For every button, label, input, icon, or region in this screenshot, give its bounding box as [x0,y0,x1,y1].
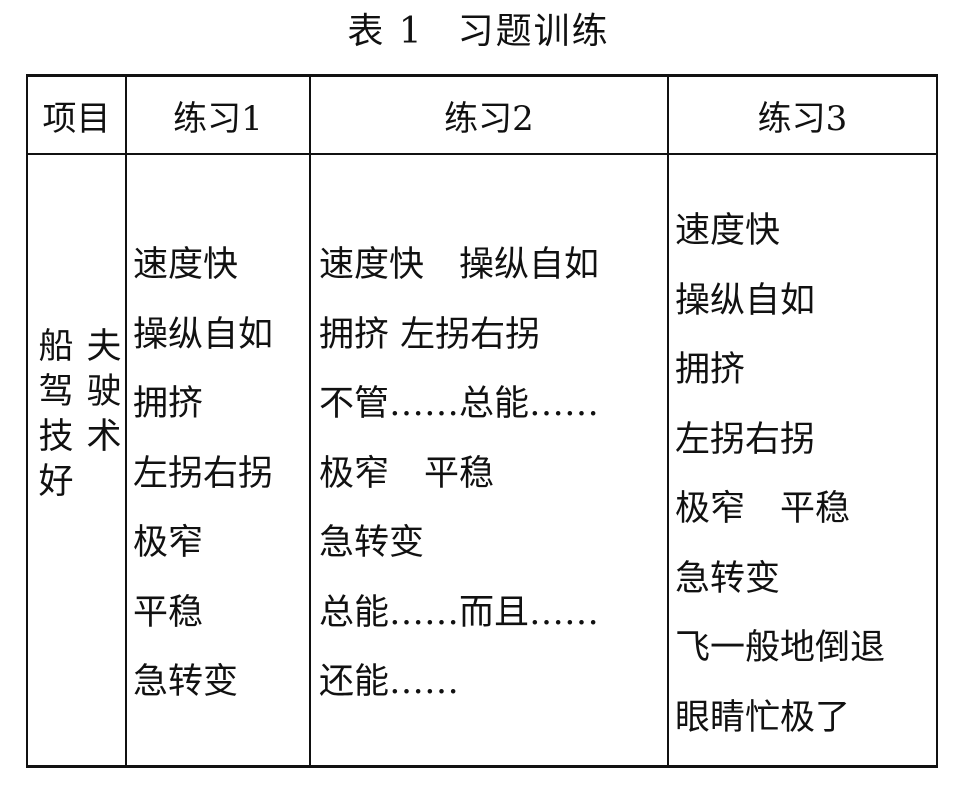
list-item: 速度快 [675,211,781,251]
list-item: 飞一般地倒退 [675,628,886,668]
list-item: 平稳 [133,592,204,633]
caption-title: 习题训练 [457,11,610,52]
list-item: 极窄 平稳 [319,453,495,494]
exercise-2-cell: 速度快 操纵自如拥挤 左拐右拐不管……总能…… 极窄 平稳急转变总能……而且…… 还… [309,154,669,767]
header-exercise-1: 练习1 [125,75,311,155]
table-caption: 表 1 习题训练 [0,10,957,54]
list-item: 急转变 [675,558,781,599]
project-cell: 夫驶术 船驾技好 [26,154,127,767]
table-header-row: 项目 练习1 练习2 练习3 [26,75,938,155]
list-item: 速度快 [133,245,239,285]
list-item: 不管……总能…… [319,384,600,424]
list-item: 左拐右拐 [675,419,816,460]
header-exercise-2: 练习2 [309,75,669,155]
project-text-col2: 船驾技好 [32,327,73,507]
header-project: 项目 [26,75,127,155]
exercise-2-list: 速度快 操纵自如拥挤 左拐右拐不管……总能…… 极窄 平稳急转变总能……而且…… 还… [311,155,667,718]
list-item: 拥挤 [675,350,746,390]
list-item: 操纵自如 [133,314,274,355]
caption-label: 表 1 [347,11,424,52]
table-row: 夫驶术 船驾技好 速度快操纵自如拥挤左拐右拐极窄平稳急转变 速度快 操纵自如拥挤… [26,154,938,767]
exercise-1-cell: 速度快操纵自如拥挤左拐右拐极窄平稳急转变 [125,154,311,767]
list-item: 急转变 [133,662,239,702]
list-item: 总能……而且…… [319,592,600,633]
exercise-3-list: 速度快操纵自如拥挤左拐右拐极窄 平稳急转变飞一般地倒退眼睛忙极了 [669,155,936,753]
list-item: 还能…… [319,662,460,702]
list-item: 极窄 平稳 [675,489,851,529]
list-item: 极窄 [133,523,204,563]
list-item: 急转变 [319,523,425,563]
list-item: 拥挤 左拐右拐 [319,314,541,355]
project-text-col1: 夫驶术 [80,327,121,462]
list-item: 左拐右拐 [133,453,274,494]
exercise-table: 项目 练习1 练习2 练习3 夫驶术 船驾技好 速度快操纵自如拥挤左拐右拐极窄平… [26,74,938,768]
exercise-3-cell: 速度快操纵自如拥挤左拐右拐极窄 平稳急转变飞一般地倒退眼睛忙极了 [667,154,938,767]
list-item: 眼睛忙极了 [675,697,851,738]
exercise-1-list: 速度快操纵自如拥挤左拐右拐极窄平稳急转变 [127,155,309,718]
list-item: 拥挤 [133,384,204,424]
list-item: 速度快 操纵自如 [319,245,600,285]
list-item: 操纵自如 [675,280,816,321]
header-exercise-3: 练习3 [667,75,938,155]
